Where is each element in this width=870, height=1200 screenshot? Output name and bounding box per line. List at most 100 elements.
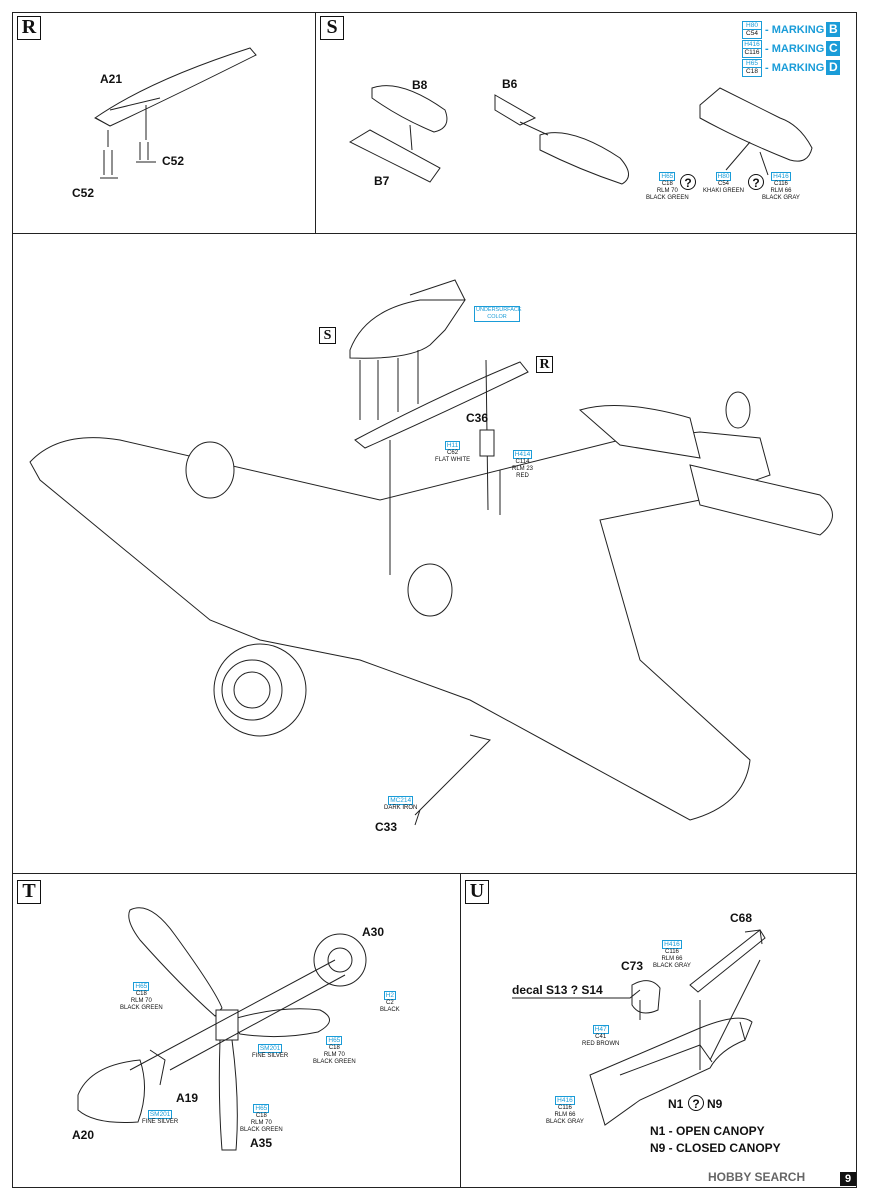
callout-s-b: H80 C54 KHAKI GREEN [703, 172, 744, 195]
color-code: SM201 [257, 1044, 283, 1053]
color-name-1: FLAT WHITE [435, 456, 471, 463]
marking-code-a: H65 [743, 60, 761, 68]
canopy-option-a: N1 [668, 1097, 684, 1111]
color-name-1: RLM 70 [250, 1119, 272, 1126]
callout-u-c68: H416 C116 RLM 66 BLACK GRAY [653, 940, 691, 969]
step-s-label: S [320, 16, 344, 40]
marking-letter: D [826, 60, 841, 75]
part-a35: A35 [250, 1136, 273, 1150]
color-name-2: BLACK GRAY [546, 1118, 584, 1125]
part-b6: B6 [502, 77, 518, 91]
color-code: H65 [133, 982, 150, 991]
color-name-2: BLACK GREEN [646, 194, 689, 201]
callout-c36-white: H11 C62 FLAT WHITE [435, 441, 470, 464]
page-number: 9 [840, 1172, 856, 1186]
marking-code-b: C18 [746, 68, 758, 75]
panel-u [460, 873, 857, 1188]
color-name-2: RED [516, 472, 529, 479]
color-code: H2 [383, 991, 396, 1000]
callout-u-canopy: H416 C116 RLM 66 BLACK GRAY [546, 1096, 584, 1125]
callout-t-a30: H2 C2 BLACK [380, 991, 400, 1014]
callout-t-blade3: H65 C18 RLM 70 BLACK GREEN [240, 1104, 283, 1133]
color-code: UNDERSURFACE COLOR [474, 306, 522, 322]
color-code: H65 [659, 172, 676, 181]
question-icon: ? [748, 174, 764, 190]
color-sub: C114 [515, 459, 530, 465]
step-t-label: T [17, 880, 41, 904]
marking-label: - MARKING [765, 42, 825, 55]
color-code: H416 [555, 1096, 575, 1105]
step-u-label: U [465, 880, 489, 904]
color-name-1: RED BROWN [582, 1040, 620, 1047]
marking-label: - MARKING [765, 61, 825, 74]
color-name-2: BLACK GRAY [653, 962, 691, 969]
question-icon: ? [680, 174, 696, 190]
callout-t-hub: SM201 FINE SILVER [252, 1044, 288, 1060]
color-code: H416 [662, 940, 682, 949]
callout-u-c73: H47 C41 RED BROWN [582, 1025, 619, 1048]
part-c73: C73 [621, 959, 644, 973]
part-a30: A30 [362, 925, 385, 939]
color-code: H65 [253, 1104, 270, 1113]
step-r-label: R [17, 16, 41, 40]
callout-c33: MC214 DARK IRON [384, 796, 417, 812]
color-name-1: FINE SILVER [252, 1053, 289, 1059]
color-name-1: RLM 23 [512, 465, 534, 472]
part-a19: A19 [176, 1091, 199, 1105]
color-sub: C116 [774, 181, 788, 187]
color-code: H47 [592, 1025, 609, 1034]
part-c68: C68 [730, 911, 753, 925]
marking-code-a: H416 [743, 40, 761, 49]
marking-code-b: C116 [744, 49, 760, 56]
color-sub: C18 [328, 1045, 340, 1051]
color-code: H80 [715, 172, 732, 181]
color-name-1: RLM 66 [661, 955, 683, 962]
color-name-2: BLACK GREEN [240, 1126, 283, 1133]
color-sub: C54 [718, 181, 730, 187]
color-name-1: RLM 70 [656, 187, 678, 194]
color-code: H11 [444, 441, 461, 450]
color-name-1: RLM 66 [770, 187, 792, 194]
canopy-option-b: N9 [707, 1097, 723, 1111]
color-code: MC214 [388, 796, 414, 805]
color-code: H416 [771, 172, 791, 181]
step-s-mini-label: S [319, 327, 336, 344]
step-r-mini-label: R [536, 356, 553, 373]
color-name-1: RLM 70 [130, 997, 152, 1004]
color-name-1: FINE SILVER [142, 1119, 179, 1125]
part-b7: B7 [374, 174, 390, 188]
part-b8: B8 [412, 78, 428, 92]
callout-t-blade: H65 C18 RLM 70 BLACK GREEN [120, 982, 163, 1011]
part-c36: C36 [466, 411, 489, 425]
color-name-1: BLACK [380, 1006, 400, 1013]
callout-undersurface: UNDERSURFACE COLOR [474, 306, 522, 322]
marking-letter: B [826, 22, 841, 37]
color-name-1: KHAKI GREEN [703, 187, 745, 194]
marking-letter: C [826, 41, 841, 56]
part-c33: C33 [375, 820, 398, 834]
color-name-2: BLACK GREEN [313, 1058, 356, 1065]
color-name-1: RLM 66 [554, 1111, 576, 1118]
callout-c36-red: H414 C114 RLM 23 RED [512, 450, 533, 479]
callout-t-spinner: SM201 FINE SILVER [142, 1110, 178, 1126]
color-name-1: RLM 70 [323, 1051, 345, 1058]
question-icon: ? [688, 1095, 704, 1111]
color-sub: C18 [661, 181, 673, 187]
color-name-2: BLACK GRAY [762, 194, 800, 201]
color-sub: C116 [665, 949, 679, 955]
color-name-1: DARK IRON [384, 805, 418, 811]
color-sub: C2 [386, 1000, 394, 1006]
callout-t-blade2: H65 C18 RLM 70 BLACK GREEN [313, 1036, 356, 1065]
color-sub: C62 [447, 450, 459, 456]
callout-s-c: H416 C116 RLM 66 BLACK GRAY [762, 172, 800, 201]
watermark: HOBBY SEARCH [708, 1170, 806, 1184]
color-sub: C18 [255, 1113, 267, 1119]
callout-s-d: H65 C18 RLM 70 BLACK GREEN [646, 172, 689, 201]
color-sub: C18 [135, 991, 147, 997]
